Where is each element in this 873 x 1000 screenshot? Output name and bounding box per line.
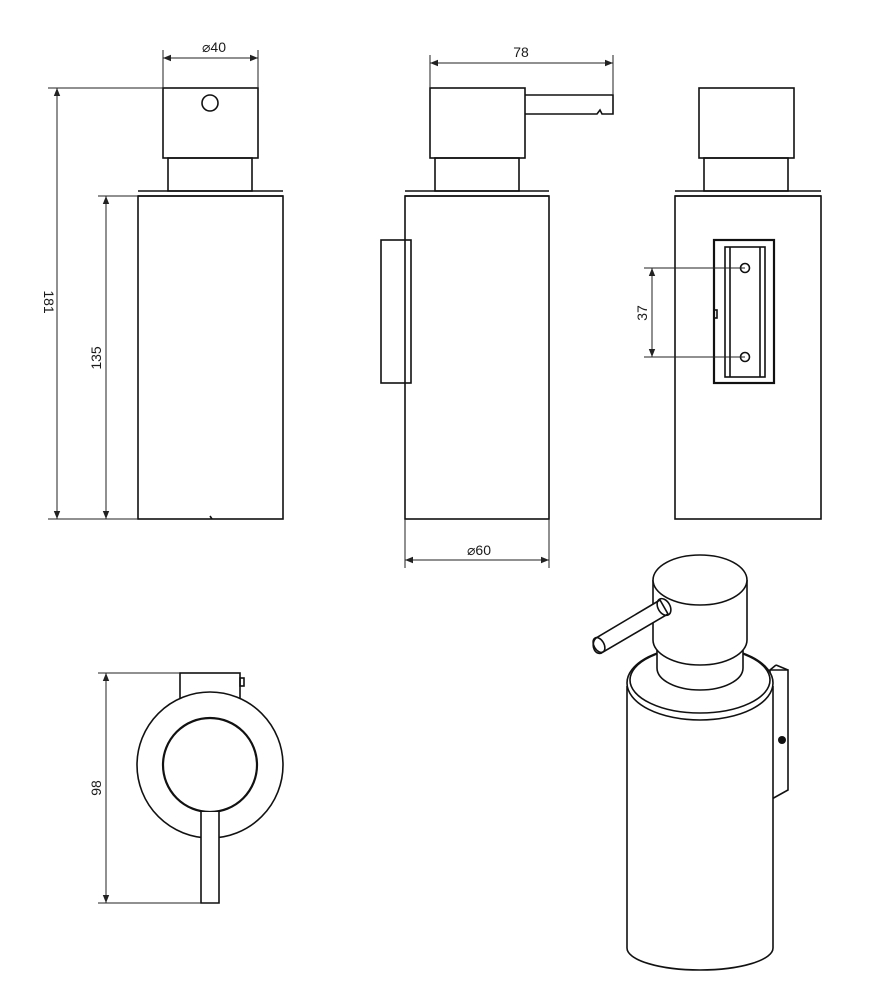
side-wall-bracket: [380, 239, 412, 384]
projection-label: 98: [88, 780, 104, 796]
side-spout: [525, 94, 614, 115]
side-view: 78 ⌀60: [380, 44, 614, 568]
front-neck: [167, 157, 253, 192]
front-body: [137, 195, 284, 520]
side-body: [404, 195, 550, 520]
total-height-label: 181: [41, 290, 57, 314]
back-mount-inner: [724, 246, 766, 378]
iso-bracket-screw: [778, 736, 786, 744]
iso-body: [626, 686, 774, 971]
depth-with-spout-label: 78: [513, 44, 529, 60]
side-neck: [434, 157, 520, 192]
body-diameter-label: ⌀60: [467, 542, 491, 558]
back-neck: [703, 157, 789, 192]
body-height-label: 135: [88, 346, 104, 370]
iso-cap-top: [652, 554, 748, 606]
isometric-view: [592, 554, 789, 971]
top-view: 98: [88, 672, 284, 904]
cap-diameter-label: ⌀40: [202, 39, 226, 55]
front-cap-hole: [201, 94, 219, 112]
front-body-seam: [209, 515, 213, 520]
hole-spacing-label: 37: [634, 305, 650, 321]
side-cap: [429, 87, 526, 159]
front-cap: [162, 87, 259, 159]
top-spout: [200, 812, 220, 904]
back-view: 37: [634, 87, 822, 520]
front-view: ⌀40 181 135: [41, 39, 284, 520]
back-cap: [698, 87, 795, 159]
